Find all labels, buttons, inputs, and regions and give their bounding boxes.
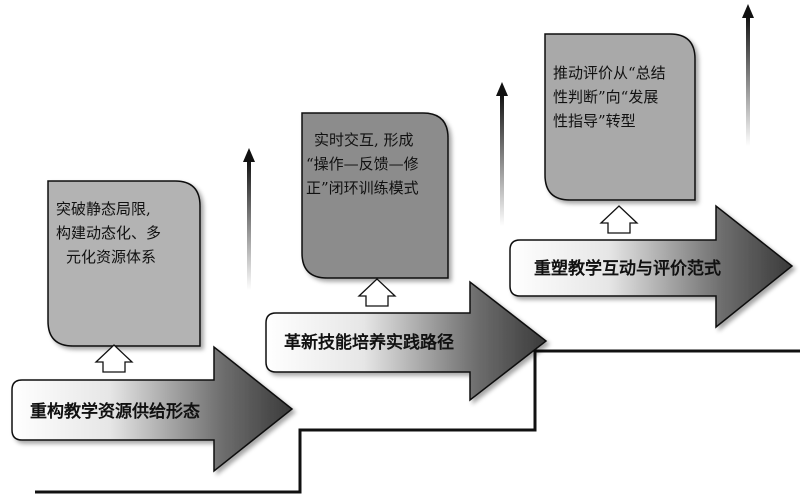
rising-arrow-3 [742,4,754,146]
stage-2-box [301,112,449,279]
staircase-line [35,349,800,494]
stage-2-arrow-label: 革新技能培养实践路径 [284,332,454,353]
stage-2-box-line-3: 正”闭环训练模式 [306,179,419,197]
stage-3-connector-arrow [599,205,639,234]
stage-1-box [47,180,201,347]
rising-arrow-2 [496,82,508,226]
rising-arrow-1 [243,148,255,290]
stage-1-box-line-2: 构建动态化、多 [56,224,161,242]
stage-2-connector-arrow [357,278,397,307]
stage-1-box-line-1: 突破静态局限, [56,200,151,218]
stage-3-box-line-3: 性指导”转型 [553,112,636,130]
stage-1-box-line-3: 元化资源体系 [66,248,156,266]
stage-1-connector-arrow [94,344,134,373]
stage-3-main-arrow [509,204,794,329]
stage-1-main-arrow [11,345,294,473]
stage-3-box-line-1: 推动评价从“总结 [553,64,666,82]
stage-2: 实时交互, 形成 “操作—反馈—修 正”闭环训练模式 革新技能培养实践路径 [265,112,548,402]
stage-1: 突破静态局限, 构建动态化、多 元化资源体系 重构教学资源供给形态 [11,180,294,473]
stage-3-box-line-2: 性判断”向“发展 [553,88,658,106]
stage-2-box-line-1: 实时交互, 形成 [314,131,414,149]
stage-3-arrow-label: 重塑教学互动与评价范式 [534,258,721,279]
stage-3-box [544,33,696,201]
stage-3: 推动评价从“总结 性判断”向“发展 性指导”转型 重塑教学互动与评价范式 [509,33,794,329]
stage-2-main-arrow [265,280,548,402]
stage-2-box-line-2: “操作—反馈—修 [306,155,419,173]
stage-1-arrow-label: 重构教学资源供给形态 [30,401,200,422]
